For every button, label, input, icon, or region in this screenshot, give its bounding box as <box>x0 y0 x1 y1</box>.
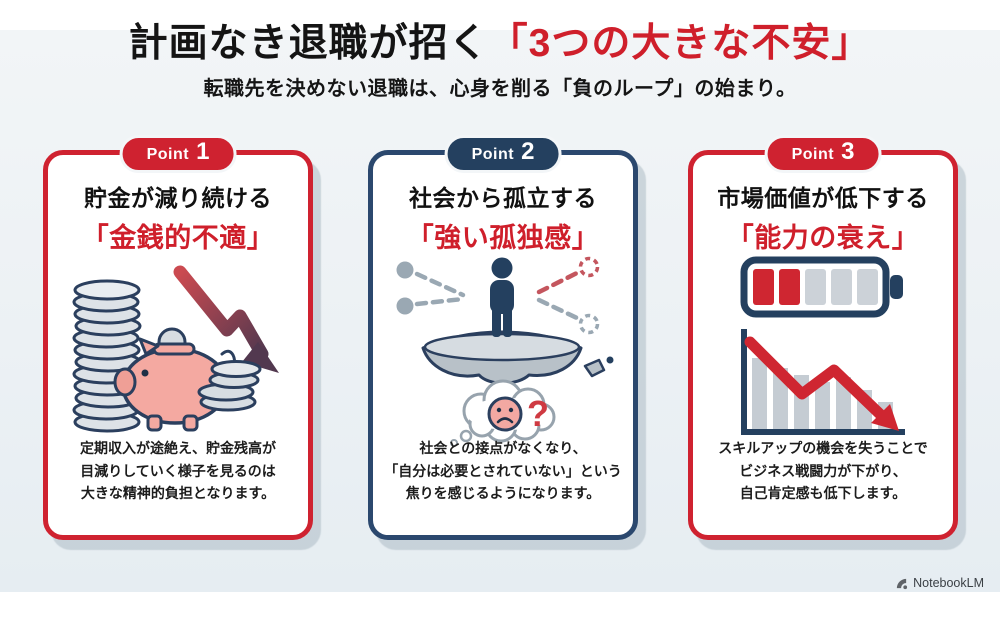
body-line: スキルアップの機会を失うことで <box>718 440 928 456</box>
battery-chart-illustration <box>693 256 953 437</box>
badge-label: Point <box>791 146 835 163</box>
card-3-title: 市場価値が低下する <box>717 185 929 211</box>
low-battery-icon <box>740 256 903 318</box>
coin-stack-icon <box>72 279 142 433</box>
card-skill-decline-anxiety: Point 3 市場価値が低下する 「能力の衰え」 <box>688 135 958 540</box>
lost-connections-right-icon <box>536 256 600 335</box>
notebooklm-logo-icon <box>896 578 908 589</box>
floating-island-icon <box>421 330 614 385</box>
declining-bar-chart-icon <box>741 329 905 435</box>
card-3-highlight: 「能力の衰え」 <box>726 223 920 253</box>
body-line: 定期収入が途絶え、貯金残高が <box>80 440 276 456</box>
title-red-segment: 「3つの大きな不安」 <box>488 22 872 65</box>
question-mark-glyph: ? <box>527 393 549 434</box>
watermark-label: NotebookLM <box>913 576 984 590</box>
person-silhouette-icon <box>490 257 514 337</box>
body-line: 「自分は必要とされていない」という <box>384 462 622 479</box>
card-1-highlight: 「金銭的不適」 <box>81 223 275 253</box>
body-line: 自己肯定感も低下します。 <box>739 485 907 502</box>
isolated-person-illustration: ? <box>373 256 633 447</box>
sad-face-icon <box>487 396 523 432</box>
card-money-anxiety: Point 1 貯金が減り続ける 「金銭的不適」 <box>43 135 313 540</box>
page-title: 計画なき退職が招く「3つの大きな不安」 <box>0 12 1000 68</box>
piggy-bank-savings-decline-illustration <box>48 259 308 437</box>
body-line: 社会との接点がなくなり、 <box>419 440 587 456</box>
badge-label: Point <box>471 146 515 163</box>
body-line: 焦りを感じるようになります。 <box>405 485 601 502</box>
badge-number: 1 <box>196 138 210 165</box>
card-2-title: 社会から孤立する <box>409 185 597 211</box>
battery-chart-svg <box>740 256 905 435</box>
title-black-segment: 計画なき退職が招く <box>128 22 489 65</box>
body-line: 大きな精神的負担となります。 <box>80 485 276 502</box>
point-3-badge: Point 3 <box>764 135 882 173</box>
badge-label: Point <box>146 146 190 163</box>
decline-arrow-icon <box>173 265 279 373</box>
watermark: NotebookLM <box>895 576 984 590</box>
thought-bubble-icon: ? <box>450 379 556 447</box>
card-2-highlight: 「強い孤独感」 <box>406 223 600 253</box>
card-1-body: 定期収入が途絶え、貯金残高が 目減りしていく様子を見るのは 大きな精神的負担とな… <box>48 437 308 505</box>
card-3-body: スキルアップの機会を失うことで ビジネス戦闘力が下がり、 自己肯定感も低下します… <box>693 437 953 505</box>
badge-number: 2 <box>521 138 535 165</box>
body-line: 目減りしていく様子を見るのは <box>80 462 276 479</box>
card-1-title: 貯金が減り続ける <box>84 185 272 211</box>
small-coin-stack-icon <box>197 360 262 412</box>
point-1-badge: Point 1 <box>119 135 237 173</box>
page-subtitle: 転職先を決めない退職は、心身を削る「負のループ」の始まり。 <box>203 78 797 100</box>
point-2-badge: Point 2 <box>444 135 562 173</box>
card-2-body: 社会との接点がなくなり、 「自分は必要とされていない」という 焦りを感じるように… <box>373 437 633 505</box>
card-isolation-anxiety: Point 2 社会から孤立する 「強い孤独感」 <box>368 135 638 540</box>
piggy-bank-illustration-svg <box>72 265 279 433</box>
body-line: ビジネス戦闘力が下がり、 <box>739 462 907 479</box>
lost-connections-left-icon <box>396 261 466 315</box>
isolation-illustration-svg: ? <box>396 256 614 447</box>
badge-number: 3 <box>841 138 855 165</box>
